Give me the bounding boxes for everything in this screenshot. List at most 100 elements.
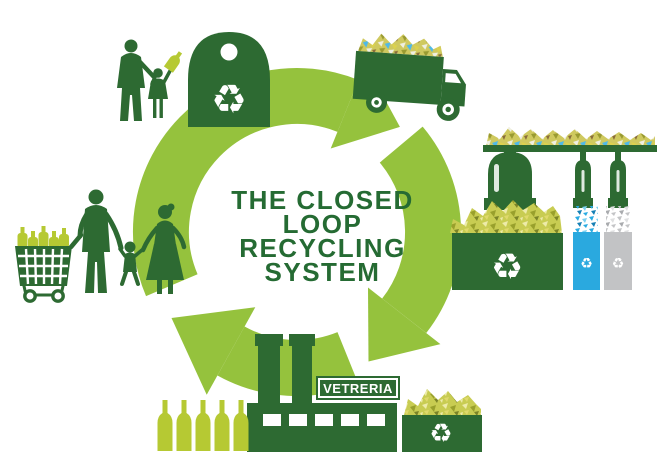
sorting-plant: ♻ ♻ ♻ xyxy=(450,127,657,290)
loop-arrowhead-bottom-right xyxy=(368,287,441,362)
loop-arrowhead-top xyxy=(330,63,400,149)
gray-sorting-bin xyxy=(604,232,632,290)
shopping-family xyxy=(15,189,187,303)
hopper-neck xyxy=(615,150,621,162)
mother-arm xyxy=(140,225,160,253)
cart-grid-line xyxy=(33,248,38,285)
cullet-pile xyxy=(404,389,481,415)
cart-wheel xyxy=(23,289,37,303)
glass-bottle xyxy=(233,400,249,451)
factory-sign-label: VETRERIA xyxy=(318,378,398,398)
page-title: THE CLOSED LOOP RECYCLING SYSTEM xyxy=(205,185,440,287)
child-leg xyxy=(153,99,157,118)
cart-wheel xyxy=(51,289,65,303)
cart-bottle-neck xyxy=(62,228,66,236)
mother-arm xyxy=(170,225,187,250)
cart-bottle-neck xyxy=(20,227,25,235)
cart-grid-line xyxy=(50,248,55,285)
factory-chimney xyxy=(292,345,312,405)
truck-wheel-hub xyxy=(445,106,451,113)
hopper-small-collar xyxy=(573,198,593,208)
cart-bottle-neck xyxy=(41,226,46,234)
adult-arm xyxy=(137,59,157,80)
hopper-highlight xyxy=(616,170,620,192)
mother-skirt xyxy=(146,244,184,280)
father-body xyxy=(82,205,110,293)
mother-hair xyxy=(167,203,175,211)
baby-body xyxy=(123,252,137,272)
cart-bottle xyxy=(38,232,49,248)
recycle-icon: ♻ xyxy=(612,256,625,272)
father-arm xyxy=(77,211,90,239)
bottle-bank-hole xyxy=(220,43,238,61)
cullet-on-conveyor xyxy=(486,127,655,146)
hopper-highlight xyxy=(581,170,585,192)
factory-chimney xyxy=(258,345,280,405)
glass-bottle xyxy=(157,400,173,451)
mother-body xyxy=(154,220,176,245)
factory-window xyxy=(367,414,385,426)
factory-sign: VETRERIA xyxy=(316,376,400,400)
bottles-in-cart xyxy=(17,226,69,249)
child-leg xyxy=(159,99,163,118)
factory-window xyxy=(263,414,281,426)
factory-window xyxy=(315,414,333,426)
collection-truck xyxy=(352,33,466,121)
hopper-large xyxy=(488,152,532,205)
cullet-pile-on-truck xyxy=(358,33,443,57)
factory-chimney-cap xyxy=(255,334,283,346)
truck-wheel-hub xyxy=(374,100,379,105)
cart-bottle xyxy=(17,233,28,248)
title-line: RECYCLING xyxy=(239,233,406,263)
cart-grid-line xyxy=(24,248,30,285)
baby-leg xyxy=(120,270,128,286)
glass-bottle xyxy=(176,400,192,451)
cullet-bin: ♻ xyxy=(402,389,482,452)
recycle-icon: ♻ xyxy=(429,419,452,449)
cart-bottle-neck xyxy=(52,231,56,239)
recycle-icon: ♻ xyxy=(211,77,247,123)
green-sorting-bin xyxy=(452,233,563,290)
child-arm xyxy=(150,75,157,86)
father-arm xyxy=(103,211,124,251)
bottle-bank: ♻ xyxy=(188,32,270,127)
bottle-bank-dome xyxy=(188,32,270,127)
title-line: SYSTEM xyxy=(264,257,381,287)
adult-silhouette-head xyxy=(124,39,138,53)
recycle-icon: ♻ xyxy=(491,247,523,288)
falling-gray-cullet xyxy=(606,206,630,233)
new-glass-bottles xyxy=(157,400,249,451)
loop-arrowhead-bottom-left xyxy=(171,307,256,395)
baby-arm xyxy=(133,248,144,258)
blue-sorting-bin xyxy=(573,232,600,290)
cart-grid-line xyxy=(58,248,64,285)
mother-leg xyxy=(157,280,162,294)
factory-window xyxy=(341,414,359,426)
glass-bottle xyxy=(214,400,230,451)
cullet-bin-body xyxy=(402,415,482,452)
adult-silhouette-body xyxy=(117,53,145,121)
baby-arm xyxy=(118,247,127,258)
cart-bottle-neck xyxy=(31,231,35,239)
falling-blue-cullet xyxy=(575,206,598,233)
glass-factory xyxy=(247,334,397,452)
conveyor-bar xyxy=(483,145,657,152)
child-arm xyxy=(162,69,172,84)
family-depositing-glass xyxy=(117,39,183,121)
father-head xyxy=(88,189,104,205)
loop-arc-right xyxy=(379,126,462,334)
recycle-icon: ♻ xyxy=(580,256,593,272)
hopper-neck xyxy=(580,150,586,162)
cullet-pile-on-green-bin xyxy=(450,200,562,233)
glass-bottle xyxy=(195,400,211,451)
baby-leg xyxy=(132,270,140,286)
title-line: LOOP xyxy=(282,209,363,239)
hopper-small-collar xyxy=(608,198,628,208)
factory-window xyxy=(289,414,307,426)
baby-head xyxy=(124,241,136,253)
glass-bottle-in-hand xyxy=(163,51,183,73)
cart-bottle xyxy=(59,234,69,248)
title-line: THE CLOSED xyxy=(231,185,414,215)
